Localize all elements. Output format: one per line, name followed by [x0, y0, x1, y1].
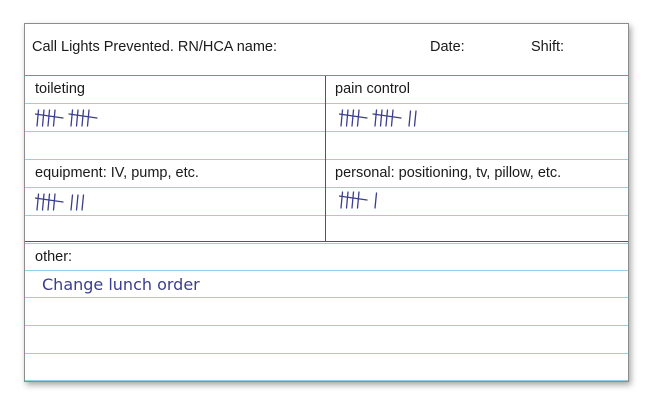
tally-stroke	[47, 193, 51, 211]
tally-stroke	[86, 109, 90, 127]
toileting-tally	[35, 108, 113, 130]
tally-slash	[339, 113, 368, 119]
tally-marks-svg	[339, 191, 378, 209]
tally-stroke	[356, 109, 360, 127]
tally-stroke	[385, 109, 389, 127]
personal-tally	[339, 190, 389, 212]
tally-stroke	[374, 192, 378, 209]
tally-stroke	[379, 109, 383, 127]
tally-stroke	[47, 109, 51, 127]
equipment-tally	[35, 192, 96, 214]
tally-stroke	[81, 194, 85, 211]
tally-marks-svg	[35, 109, 98, 127]
other-label: other:	[35, 249, 73, 265]
tally-marks-svg	[35, 193, 85, 211]
shift-label: Shift:	[531, 39, 565, 55]
tally-stroke	[36, 109, 40, 127]
other-note: Change lunch order	[42, 275, 200, 294]
tally-stroke	[351, 191, 355, 209]
card-title: Call Lights Prevented. RN/HCA name:	[32, 39, 277, 55]
tally-stroke	[52, 193, 56, 211]
tally-slash	[35, 113, 64, 119]
call-lights-card: Call Lights Prevented. RN/HCA name: Date…	[24, 23, 629, 382]
tally-slash	[68, 113, 98, 119]
tally-stroke	[345, 109, 349, 127]
tally-stroke	[351, 109, 355, 127]
section-divider	[25, 241, 628, 242]
tally-stroke	[390, 109, 394, 127]
personal-label: personal: positioning, tv, pillow, etc.	[335, 165, 562, 181]
tally-stroke	[81, 109, 85, 127]
pain-control-label: pain control	[335, 81, 410, 97]
tally-stroke	[41, 109, 45, 127]
tally-stroke	[52, 109, 56, 127]
date-label: Date:	[430, 39, 465, 55]
tally-stroke	[413, 110, 417, 127]
tally-stroke	[70, 109, 74, 127]
pain-control-tally	[339, 108, 428, 130]
tally-slash	[339, 195, 368, 201]
tally-stroke	[70, 194, 74, 211]
tally-slash	[372, 113, 402, 119]
column-divider	[325, 76, 326, 242]
tally-stroke	[374, 109, 378, 127]
tally-slash	[35, 197, 64, 203]
toileting-label: toileting	[35, 81, 85, 97]
tally-stroke	[75, 109, 79, 127]
tally-stroke	[41, 193, 45, 211]
tally-stroke	[356, 191, 360, 209]
header-divider	[25, 75, 628, 76]
tally-stroke	[340, 109, 344, 127]
tally-stroke	[345, 191, 349, 209]
tally-stroke	[340, 191, 344, 209]
tally-stroke	[36, 193, 40, 211]
tally-stroke	[408, 110, 412, 127]
tally-stroke	[75, 194, 79, 211]
tally-marks-svg	[339, 109, 417, 127]
equipment-label: equipment: IV, pump, etc.	[35, 165, 199, 181]
